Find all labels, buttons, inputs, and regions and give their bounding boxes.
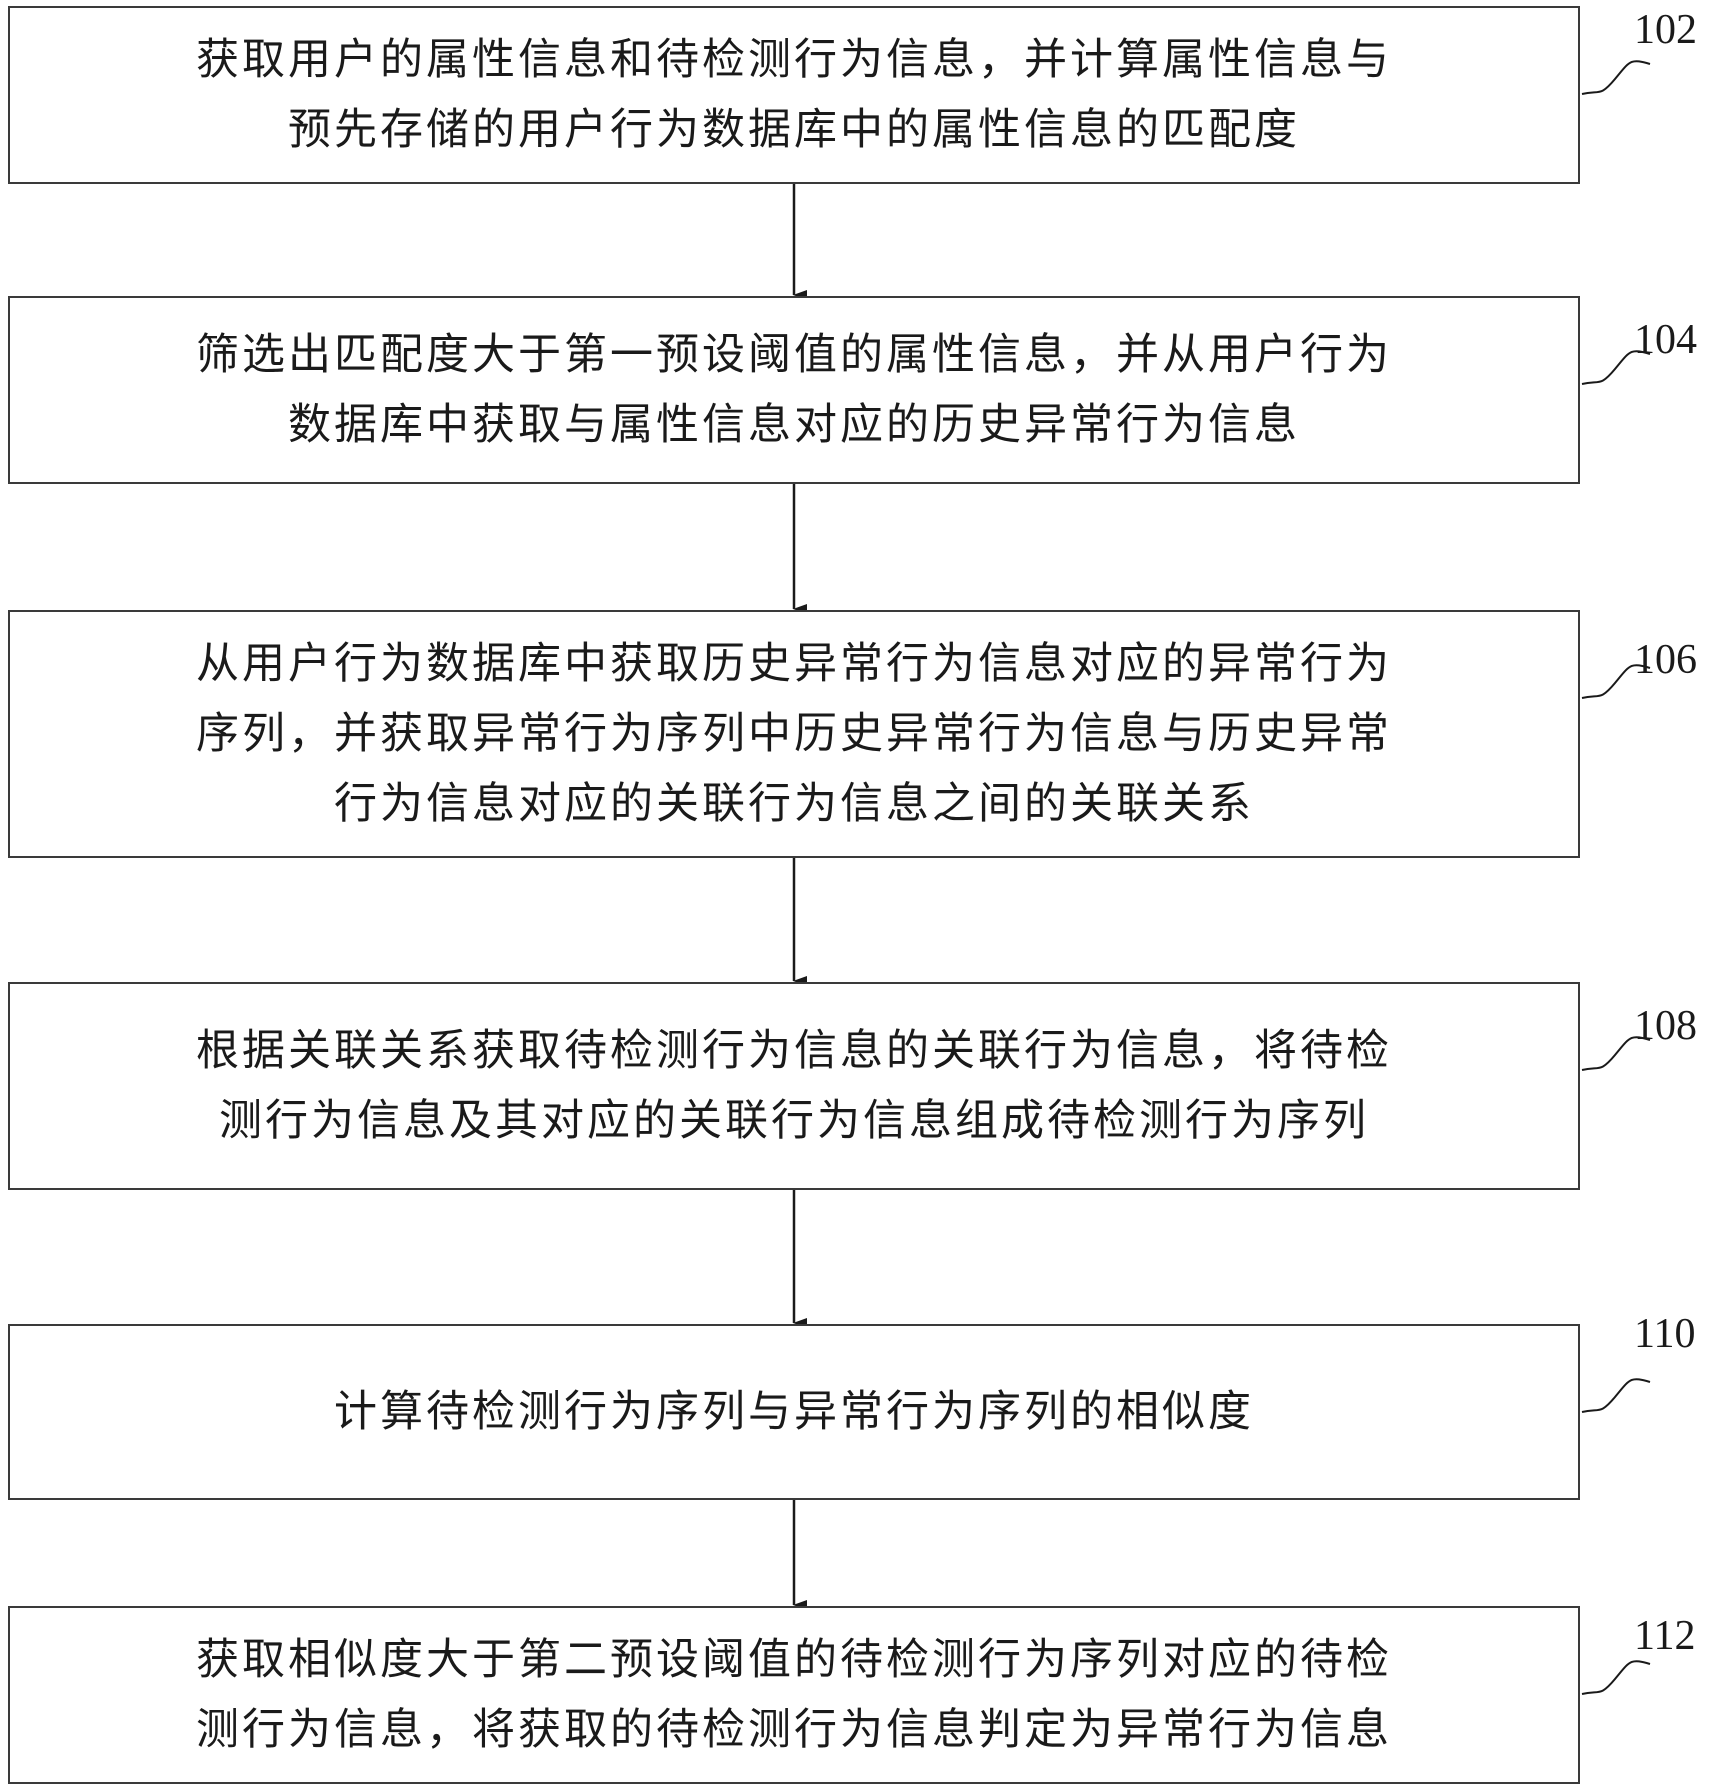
step-label-108: 108 xyxy=(1634,1002,1697,1050)
step-box-112: 获取相似度大于第二预设阈值的待检测行为序列对应的待检 测行为信息，将获取的待检测… xyxy=(8,1606,1580,1784)
step-106-line-2: 序列，并获取异常行为序列中历史异常行为信息与历史异常 xyxy=(196,699,1392,769)
leader-line-110 xyxy=(1582,1379,1650,1412)
step-text-112: 获取相似度大于第二预设阈值的待检测行为序列对应的待检 测行为信息，将获取的待检测… xyxy=(196,1625,1392,1765)
step-text-104: 筛选出匹配度大于第一预设阈值的属性信息，并从用户行为 数据库中获取与属性信息对应… xyxy=(196,320,1392,460)
step-label-104: 104 xyxy=(1634,316,1697,364)
step-box-102: 获取用户的属性信息和待检测行为信息，并计算属性信息与 预先存储的用户行为数据库中… xyxy=(8,6,1580,184)
step-label-102: 102 xyxy=(1634,6,1697,54)
step-106-line-3: 行为信息对应的关联行为信息之间的关联关系 xyxy=(196,769,1392,839)
step-text-106: 从用户行为数据库中获取历史异常行为信息对应的异常行为 序列，并获取异常行为序列中… xyxy=(196,629,1392,839)
step-110-line-1: 计算待检测行为序列与异常行为序列的相似度 xyxy=(334,1377,1254,1447)
step-104-line-2: 数据库中获取与属性信息对应的历史异常行为信息 xyxy=(196,390,1392,460)
step-112-line-2: 测行为信息，将获取的待检测行为信息判定为异常行为信息 xyxy=(196,1695,1392,1765)
step-108-line-2: 测行为信息及其对应的关联行为信息组成待检测行为序列 xyxy=(196,1086,1392,1156)
leader-line-112 xyxy=(1582,1661,1650,1694)
step-106-line-1: 从用户行为数据库中获取历史异常行为信息对应的异常行为 xyxy=(196,629,1392,699)
step-box-108: 根据关联关系获取待检测行为信息的关联行为信息，将待检 测行为信息及其对应的关联行… xyxy=(8,982,1580,1190)
step-label-112: 112 xyxy=(1634,1612,1695,1660)
step-102-line-2: 预先存储的用户行为数据库中的属性信息的匹配度 xyxy=(196,95,1392,165)
step-text-102: 获取用户的属性信息和待检测行为信息，并计算属性信息与 预先存储的用户行为数据库中… xyxy=(196,25,1392,165)
step-112-line-1: 获取相似度大于第二预设阈值的待检测行为序列对应的待检 xyxy=(196,1625,1392,1695)
step-text-110: 计算待检测行为序列与异常行为序列的相似度 xyxy=(334,1377,1254,1447)
step-text-108: 根据关联关系获取待检测行为信息的关联行为信息，将待检 测行为信息及其对应的关联行… xyxy=(196,1016,1392,1156)
step-box-104: 筛选出匹配度大于第一预设阈值的属性信息，并从用户行为 数据库中获取与属性信息对应… xyxy=(8,296,1580,484)
step-104-line-1: 筛选出匹配度大于第一预设阈值的属性信息，并从用户行为 xyxy=(196,320,1392,390)
step-102-line-1: 获取用户的属性信息和待检测行为信息，并计算属性信息与 xyxy=(196,25,1392,95)
step-108-line-1: 根据关联关系获取待检测行为信息的关联行为信息，将待检 xyxy=(196,1016,1392,1086)
step-box-106: 从用户行为数据库中获取历史异常行为信息对应的异常行为 序列，并获取异常行为序列中… xyxy=(8,610,1580,858)
step-label-106: 106 xyxy=(1634,636,1697,684)
step-box-110: 计算待检测行为序列与异常行为序列的相似度 xyxy=(8,1324,1580,1500)
leader-line-102 xyxy=(1582,61,1650,94)
step-label-110: 110 xyxy=(1634,1310,1695,1358)
